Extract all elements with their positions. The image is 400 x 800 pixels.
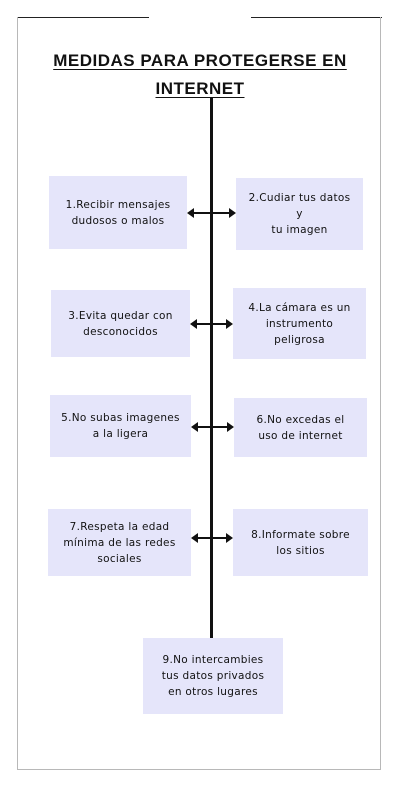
double-arrow-row-1 xyxy=(187,208,236,218)
top-rule-left xyxy=(17,17,149,18)
title-line-2: INTERNET xyxy=(155,79,245,98)
diagram-title: MEDIDAS PARA PROTEGERSE EN INTERNET xyxy=(30,47,370,103)
double-arrow-row-2 xyxy=(190,319,233,329)
double-arrow-row-3 xyxy=(191,422,234,432)
top-rule-right xyxy=(251,17,382,18)
double-arrow-row-4 xyxy=(191,533,233,543)
page-frame xyxy=(17,17,381,770)
title-line-1: MEDIDAS PARA PROTEGERSE EN xyxy=(53,51,347,70)
timeline-spine xyxy=(210,98,213,640)
